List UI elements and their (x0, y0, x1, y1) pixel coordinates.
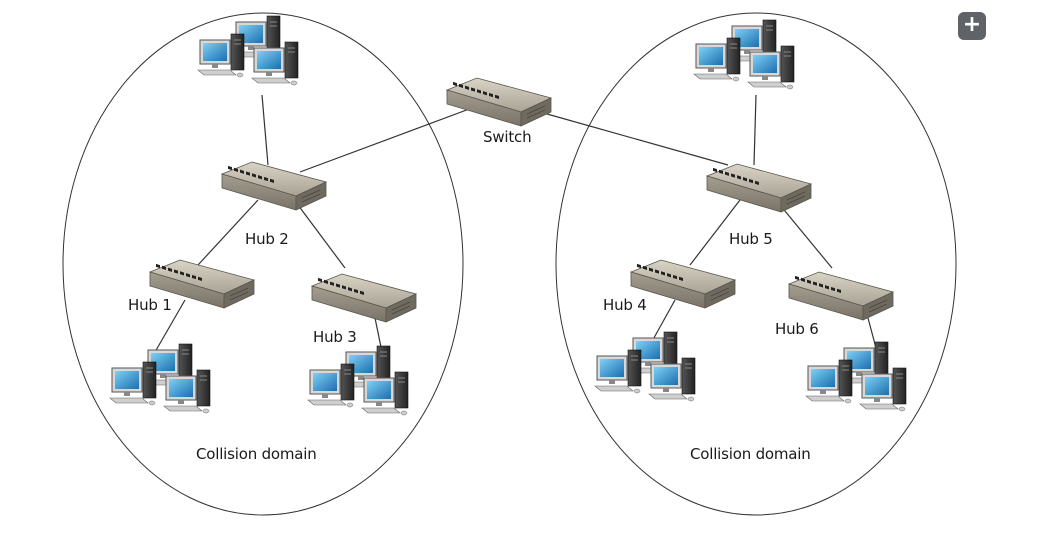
hub5-label: Hub 5 (729, 230, 773, 248)
link-hub5-hub4 (689, 199, 741, 266)
link-hub2-switch (299, 104, 481, 173)
hub4-label: Hub 4 (603, 296, 647, 314)
link-hub6-pcs (867, 317, 877, 349)
computer-group-hub4-icon (595, 332, 695, 401)
hub2-label: Hub 2 (245, 230, 289, 248)
collision-domain-right-ellipse (555, 12, 957, 516)
hub5-device-icon (706, 163, 812, 213)
computer-group-hub1-icon (110, 344, 210, 413)
plus-icon: + (962, 12, 982, 37)
link-pcs-top-right-hub5 (753, 94, 757, 166)
hub3-label: Hub 3 (313, 328, 357, 346)
link-hub2-hub1 (197, 199, 259, 266)
collision-domain-left-ellipse (62, 12, 464, 516)
hub2-device-icon (221, 161, 327, 211)
switch-device-icon (446, 77, 552, 127)
switch-label: Switch (483, 128, 532, 146)
link-hub2-hub3 (297, 204, 346, 269)
hub1-label: Hub 1 (128, 296, 172, 314)
link-pcs-top-left-hub2 (261, 94, 269, 166)
connection-lines (154, 94, 877, 353)
collision-domain-right-label: Collision domain (690, 445, 811, 463)
link-hub1-pcs (154, 299, 186, 353)
expand-button[interactable]: + (958, 12, 986, 40)
collision-domain-left-label: Collision domain (196, 445, 317, 463)
hub6-device-icon (788, 271, 894, 321)
computer-group-hub3-icon (308, 346, 408, 415)
computer-group-top-left-icon (198, 16, 298, 85)
computer-group-top-right-icon (694, 20, 794, 89)
computer-group-hub6-icon (806, 342, 906, 411)
link-hub5-hub6 (779, 204, 833, 269)
link-switch-hub5 (539, 111, 729, 166)
hub3-device-icon (311, 273, 417, 323)
hub6-label: Hub 6 (775, 320, 819, 338)
